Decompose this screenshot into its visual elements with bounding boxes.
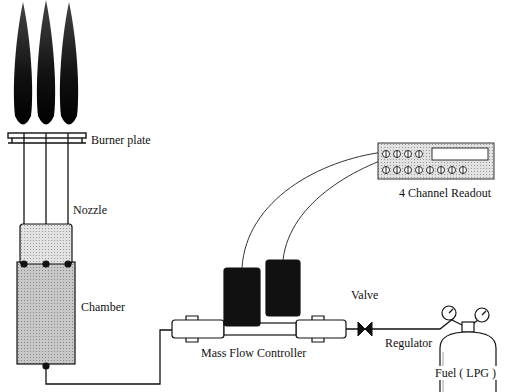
part-label: 4 Channel Readout xyxy=(398,186,492,200)
valve-symbol xyxy=(358,322,372,336)
part-label: Fuel ( LPG ) xyxy=(434,366,497,380)
supply-pipe xyxy=(46,330,172,384)
part-label: Nozzle xyxy=(72,203,108,217)
part-label: Valve xyxy=(350,288,379,302)
channel-readout xyxy=(378,143,494,179)
flames xyxy=(14,0,78,125)
mass-flow-controller xyxy=(172,260,346,342)
part-label: Chamber xyxy=(80,300,126,314)
fuel-cylinder xyxy=(440,322,496,392)
burner-plate xyxy=(8,133,86,143)
part-label: Burner plate xyxy=(90,133,152,147)
part-label: Regulator xyxy=(384,336,433,350)
chamber xyxy=(17,224,75,369)
part-label: Mass Flow Controller xyxy=(200,346,307,360)
